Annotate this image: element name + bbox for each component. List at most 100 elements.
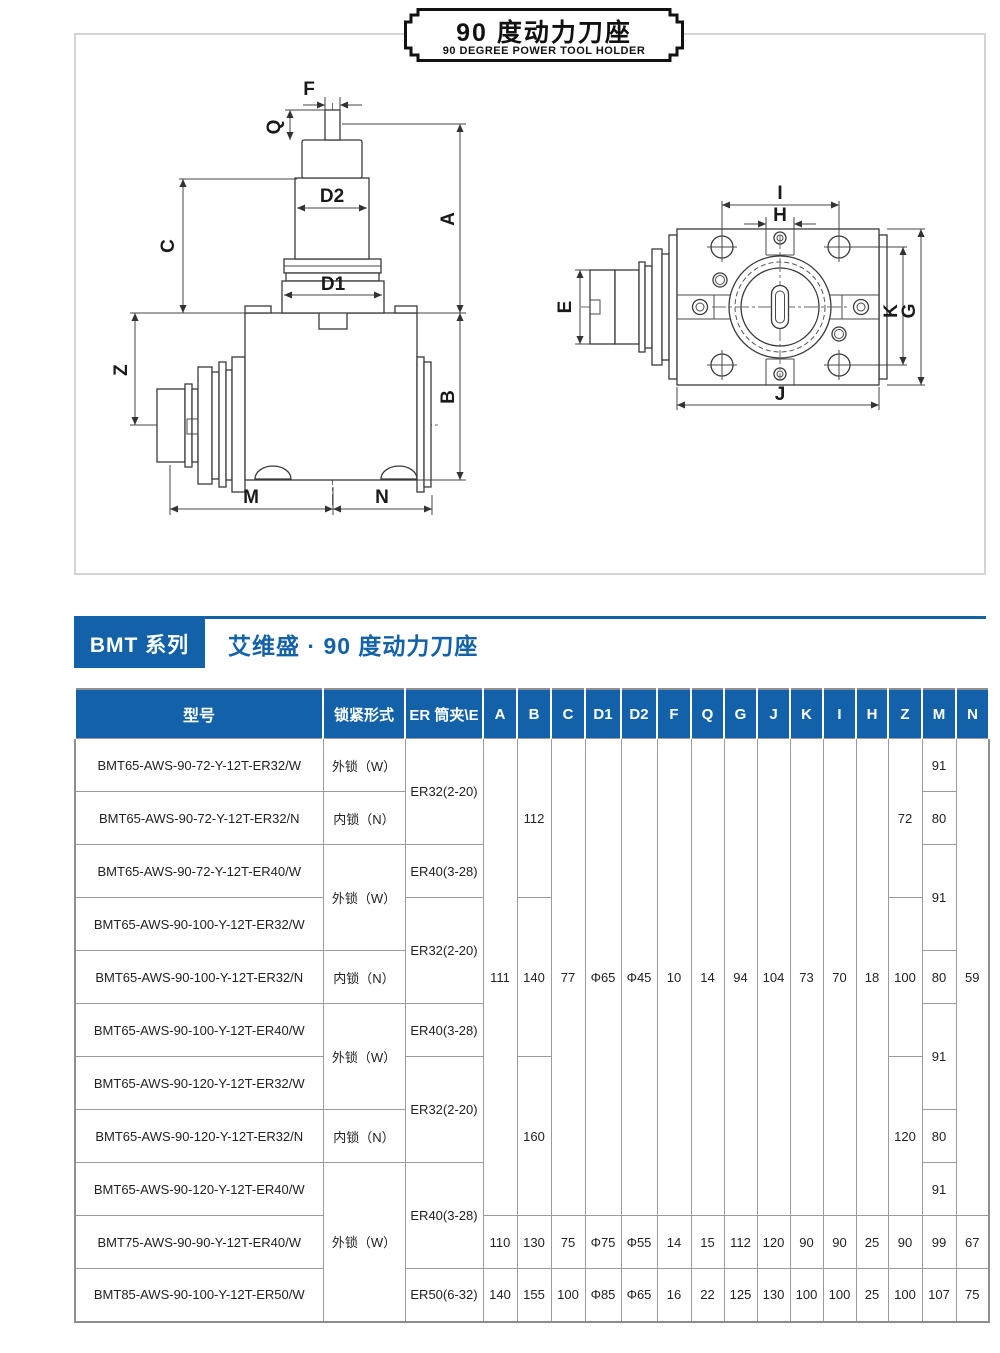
cell-r10-z: 90 [887,1215,923,1269]
table-row: BMT65-AWS-90-100-Y-12T-ER32/W ER32(2-20)… [74,897,989,1057]
cell-r11-n: 75 [955,1268,990,1322]
cell-r3-er: ER40(3-28) [404,844,484,898]
col-header-z: Z [887,689,923,739]
cell-r11-g: 125 [723,1268,758,1322]
cell-r1-z: 72 [887,738,923,898]
col-header-c: C [550,689,586,739]
dim-label-j: J [775,384,786,405]
dim-label-g: G [899,304,920,319]
cell-r6-er: ER40(3-28) [404,1003,484,1057]
cell-r11-m: 107 [921,1268,957,1322]
cell-r10-q: 15 [690,1215,725,1269]
cell-r11-k: 100 [789,1268,824,1322]
table-row: BMT65-AWS-90-120-Y-12T-ER40/W 外锁（W） ER40… [74,1162,989,1322]
cell-r1-h: 18 [855,738,889,1216]
cell-r11-b: 155 [516,1268,552,1322]
table-row: BMT65-AWS-90-120-Y-12T-ER32/N 内锁（N） 80 [74,1109,989,1163]
col-header-g: G [723,689,758,739]
cell-r11-z: 100 [887,1268,923,1322]
cell-r10-i: 90 [822,1215,857,1269]
table-row: BMT65-AWS-90-72-Y-12T-ER32/W 外锁（W） ER32(… [74,738,990,1216]
cell-r7-model: BMT65-AWS-90-120-Y-12T-ER32/W [74,1056,324,1110]
banner-title: 90 度动力刀座 [456,19,632,47]
spindle-assembly [156,356,246,493]
cell-r8-m: 80 [921,1109,957,1163]
cell-r11-d1: Φ85 [584,1268,622,1322]
table-row: BMT65-AWS-90-100-Y-12T-ER32/N 内锁（N） 80 [74,950,989,1004]
col-header-m: M [921,689,957,739]
cell-r10-g: 112 [723,1215,758,1269]
cell-r9-m: 91 [921,1162,957,1216]
front-dimensions: F Q D2 D1 C [111,79,466,515]
table-row: BMT65-AWS-90-120-Y-12T-ER32/W ER32(2-20)… [74,1056,989,1216]
cell-r10-c: 75 [550,1215,586,1269]
cell-r1-c: 77 [550,738,586,1216]
cell-r4-er: ER32(2-20) [404,897,484,1004]
cell-r1-lock: 外锁（W） [322,738,406,792]
cell-r1-a: 111 [482,738,518,1216]
drawing-panel: F Q D2 D1 C [74,33,986,575]
dim-label-d2: D2 [320,186,344,207]
dim-label-e: E [555,301,576,314]
col-header-k: K [789,689,824,739]
col-header-lock: 锁紧形式 [322,689,406,739]
cell-r1-g: 94 [723,738,758,1216]
spindle-profile [581,248,716,366]
cell-r10-k: 90 [789,1215,824,1269]
dim-label-d1: D1 [321,274,346,295]
cell-r4-z: 100 [887,897,923,1057]
cell-r3-lock: 外锁（W） [322,844,406,951]
cell-r4-model: BMT65-AWS-90-100-Y-12T-ER32/W [74,897,324,951]
table-row: BMT85-AWS-90-100-Y-12T-ER50/W ER50(6-32)… [74,1268,990,1322]
dim-label-q: Q [264,120,285,135]
cell-r11-h: 25 [855,1268,889,1322]
cell-r11-c: 100 [550,1268,586,1322]
col-header-d1: D1 [584,689,622,739]
dim-label-n: N [375,487,389,508]
cell-r2-model: BMT65-AWS-90-72-Y-12T-ER32/N [74,791,324,845]
cell-r3-m: 91 [921,844,957,951]
coupling-circle [712,235,848,379]
cell-r4-b: 140 [516,897,552,1057]
col-header-d2: D2 [620,689,658,739]
page-banner: 90 度动力刀座 90 DEGREE POWER TOOL HOLDER [404,8,684,62]
banner-subtitle: 90 DEGREE POWER TOOL HOLDER [442,45,646,57]
column-and-cap [294,109,370,260]
dim-label-a: A [438,212,459,226]
section-title: 艾维盛 · 90 度动力刀座 [228,633,479,659]
cell-r1-b: 112 [516,738,552,898]
cell-r5-m: 80 [921,950,957,1004]
cell-r10-d2: Φ55 [620,1215,658,1269]
cell-r3-model: BMT65-AWS-90-72-Y-12T-ER40/W [74,844,324,898]
banner-plaque [404,8,684,62]
dim-label-f: F [303,79,315,100]
cell-r5-lock: 内锁（N） [322,950,406,1004]
dim-label-h: H [773,205,787,226]
dim-label-i: I [777,183,782,204]
cell-r6-m: 91 [921,1003,957,1110]
col-header-er: ER 筒夹\E [404,689,484,739]
cell-r2-lock: 内锁（N） [322,791,406,845]
cell-r10-f: 14 [656,1215,692,1269]
cell-r10-j: 120 [756,1215,791,1269]
col-header-j: J [756,689,791,739]
cell-r11-er: ER50(6-32) [404,1268,484,1322]
table-row: BMT75-AWS-90-90-Y-12T-ER40/W 110 130 75 … [74,1215,990,1269]
cell-r8-lock: 内锁（N） [322,1109,406,1163]
col-header-i: I [822,689,857,739]
cell-r11-d2: Φ65 [620,1268,658,1322]
section-rule [74,616,986,619]
cell-r2-m: 80 [921,791,957,845]
cell-r1-q: 14 [690,738,725,1216]
side-view: I H E K [555,183,925,410]
cell-r10-b: 130 [516,1215,552,1269]
cell-r10-a: 110 [482,1215,518,1269]
cell-r9-er: ER40(3-28) [404,1162,484,1269]
cell-r1-k: 73 [789,738,824,1216]
col-header-n: N [955,689,990,739]
header-row: 型号 锁紧形式 ER 筒夹\E A B C D1 D2 F Q G J K I … [74,689,990,739]
cell-r7-er: ER32(2-20) [404,1056,484,1163]
cell-r9-lock: 外锁（W） [322,1162,406,1322]
col-header-b: B [516,689,552,739]
